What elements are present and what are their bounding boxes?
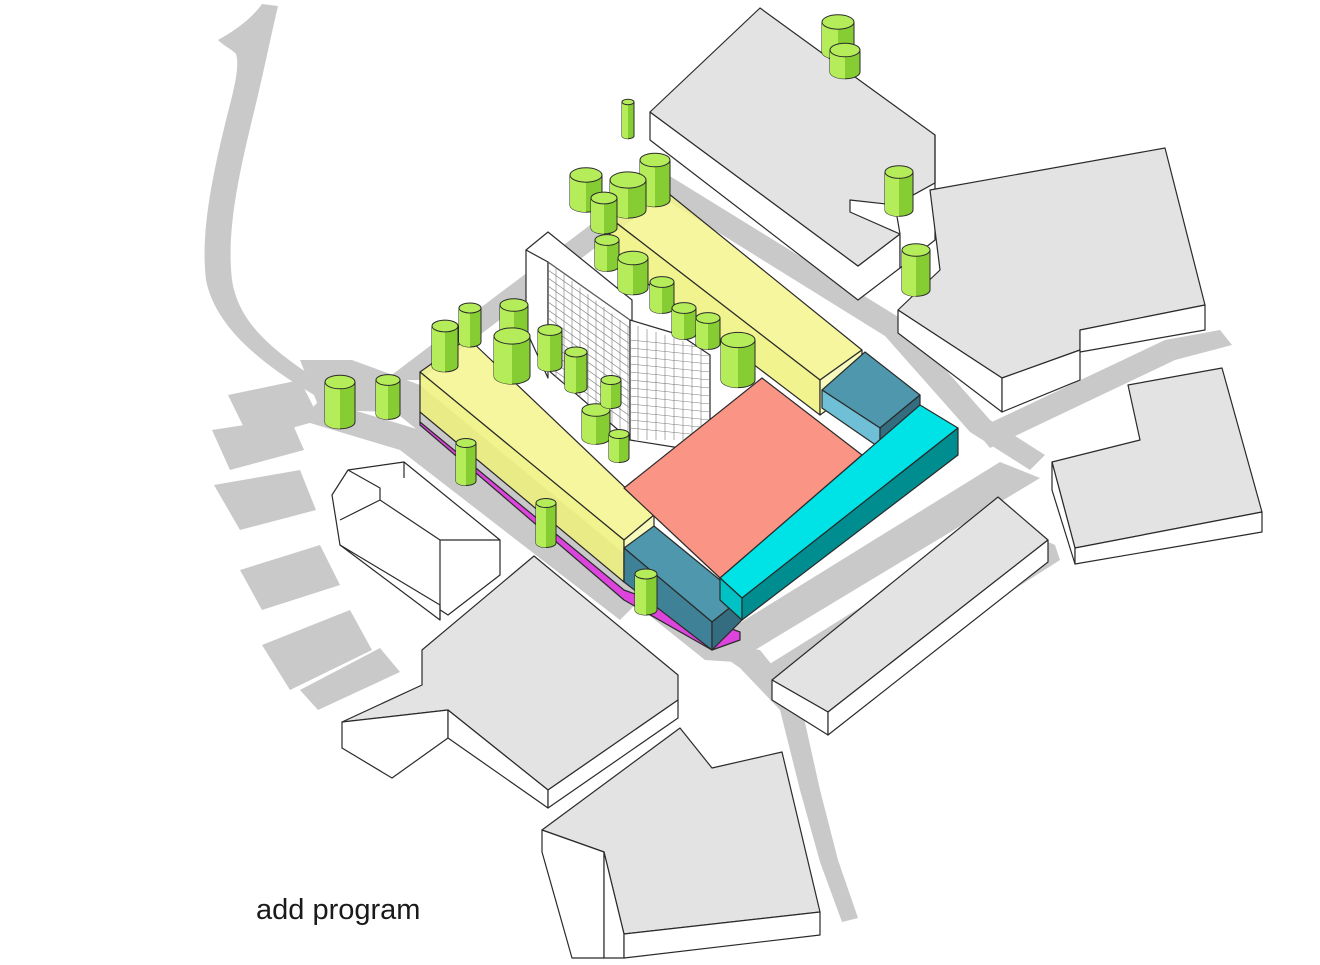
tree xyxy=(458,302,482,348)
tree xyxy=(324,374,356,430)
tree xyxy=(649,276,675,314)
tree xyxy=(829,42,861,80)
road-curved-north xyxy=(204,4,330,400)
road-northeast xyxy=(650,170,1045,470)
tree xyxy=(884,165,914,217)
road-avenue-west xyxy=(300,360,1040,662)
tree xyxy=(621,98,635,140)
context-building-white-west xyxy=(331,461,501,621)
context-building-southwest xyxy=(341,555,679,809)
tree xyxy=(608,429,630,463)
tree xyxy=(375,374,401,420)
context-buildings xyxy=(331,7,1263,959)
tree xyxy=(720,331,756,389)
program-cyan-bar xyxy=(719,404,959,621)
parking-fingers xyxy=(212,380,400,710)
tree xyxy=(695,312,721,350)
context-building-far-east xyxy=(1051,367,1263,565)
tree xyxy=(901,243,931,297)
program-masses xyxy=(419,184,959,651)
context-building-south xyxy=(541,727,821,959)
road-southwest xyxy=(300,400,640,620)
tree xyxy=(609,171,647,219)
context-building-southeast-bar xyxy=(771,496,1049,736)
tree xyxy=(634,568,658,616)
tree xyxy=(493,327,531,385)
tree xyxy=(535,498,557,548)
tree xyxy=(617,250,649,296)
road-east xyxy=(975,330,1232,448)
tree xyxy=(600,375,622,409)
tree xyxy=(671,302,697,340)
diagram-caption: add program xyxy=(256,894,421,926)
context-building-north xyxy=(649,7,936,301)
road-south xyxy=(700,640,858,922)
context-building-east xyxy=(897,147,1206,413)
tree xyxy=(455,438,477,486)
tree xyxy=(590,191,618,235)
program-teal-north xyxy=(821,351,921,449)
tree xyxy=(537,324,563,372)
tree xyxy=(594,234,620,272)
tree xyxy=(581,403,611,445)
trees xyxy=(324,14,931,616)
tree xyxy=(564,346,588,394)
tree xyxy=(431,319,459,373)
